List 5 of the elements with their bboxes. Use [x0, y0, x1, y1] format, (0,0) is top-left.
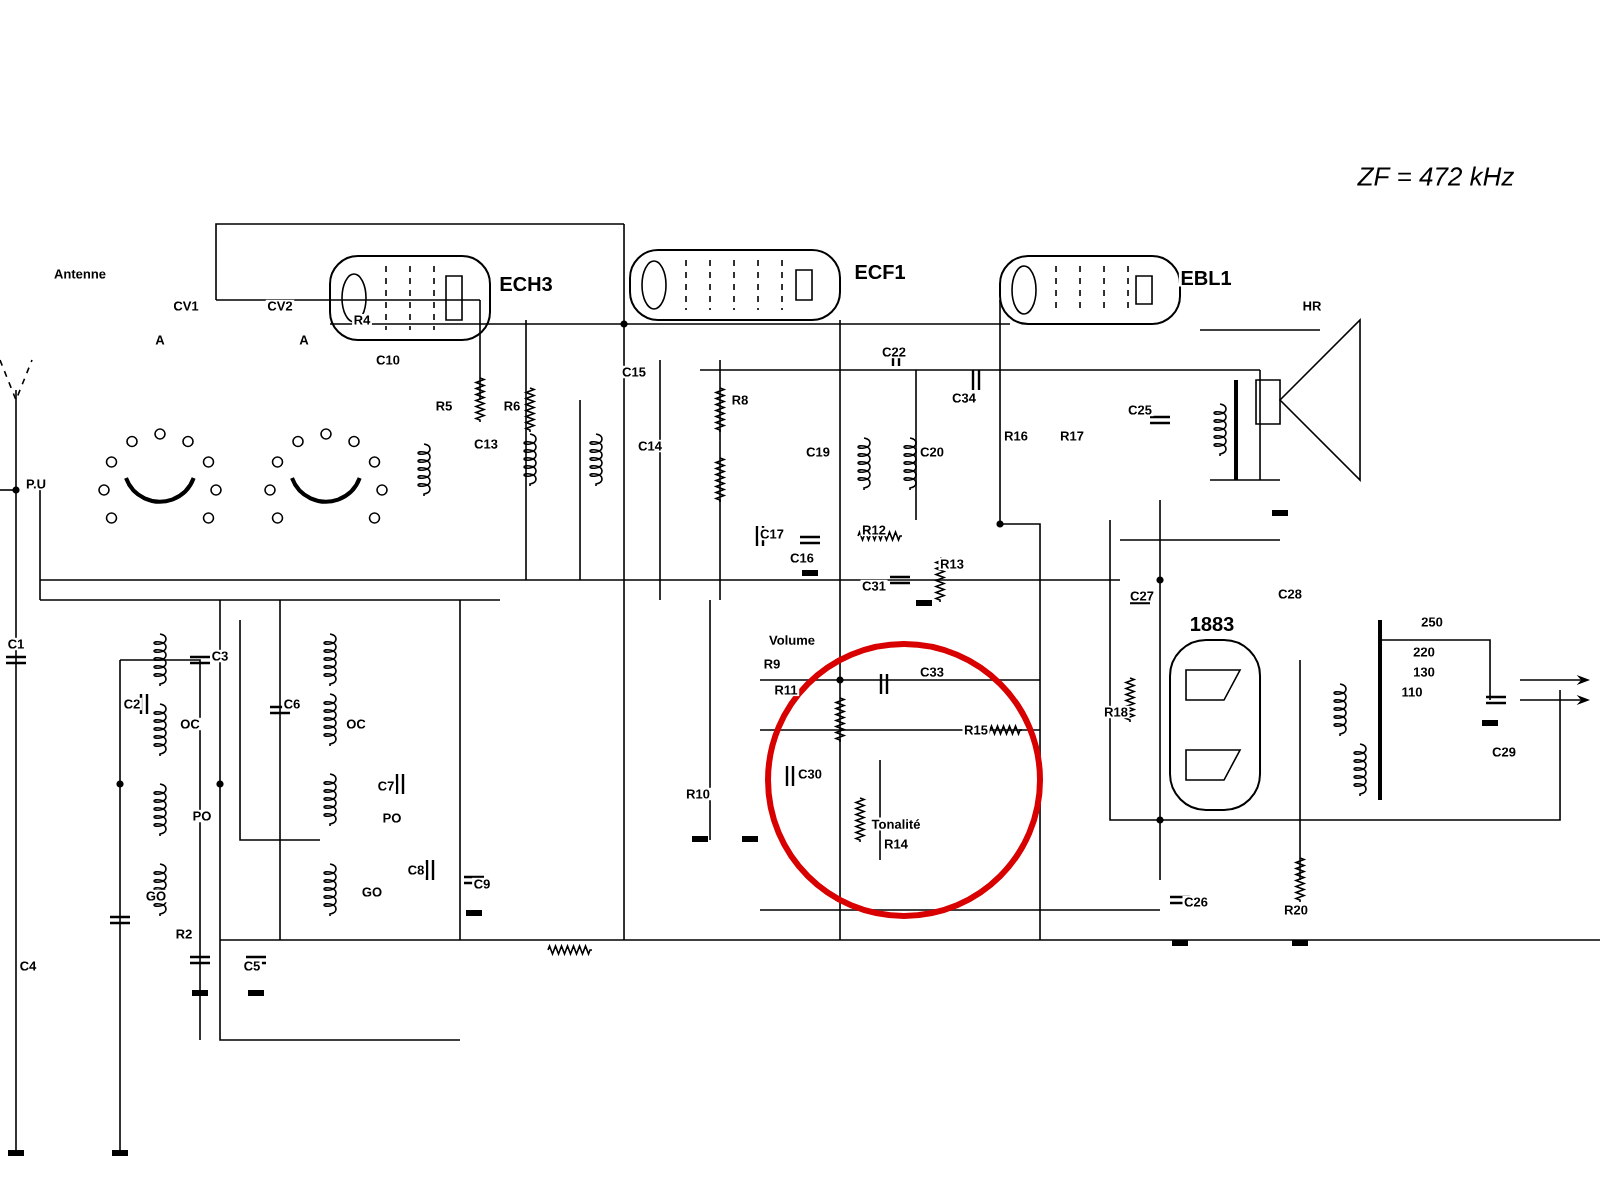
component-label: EBL1: [1178, 269, 1234, 287]
component-label: ECH3: [497, 275, 555, 293]
component-label: 1883: [1188, 615, 1236, 633]
component-label: ZF = 472 kHz: [1356, 165, 1516, 188]
component-label: ECF1: [852, 263, 908, 281]
